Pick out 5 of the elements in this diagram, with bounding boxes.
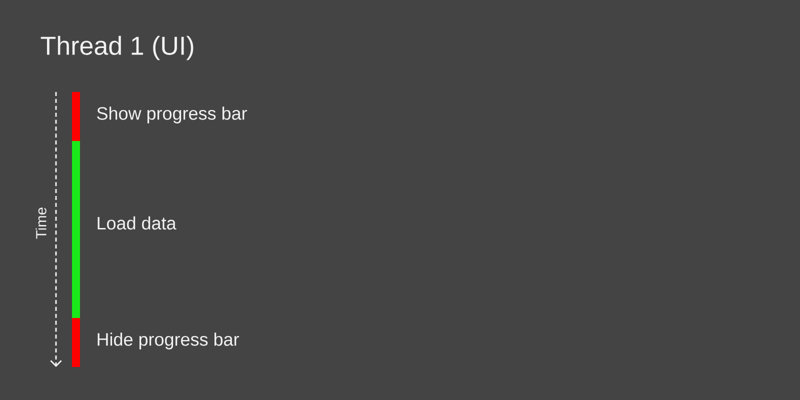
step-label: Load data: [98, 216, 176, 230]
step-label: Show progress bar: [97, 106, 247, 124]
title: Thread 1 (UI): [40, 36, 194, 60]
step-label: Hide progress bar: [98, 332, 239, 350]
axis-label: Time: [36, 208, 46, 239]
